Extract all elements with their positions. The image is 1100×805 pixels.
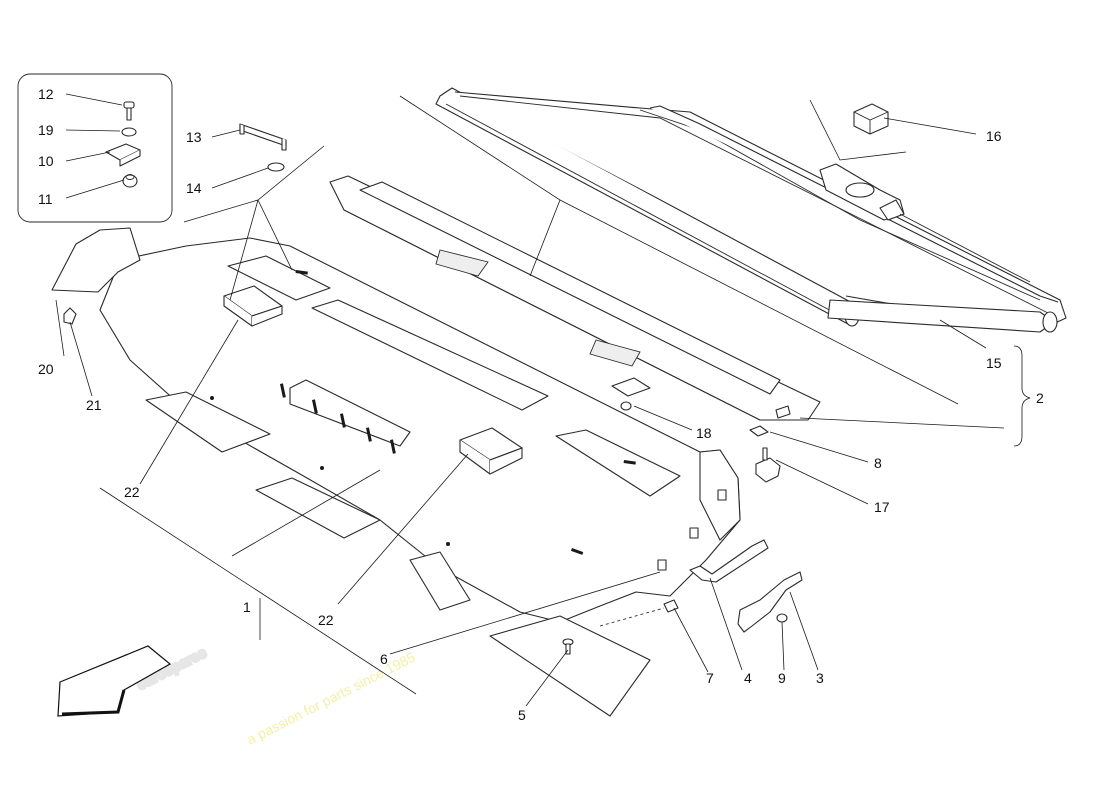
callout-9: 9 (778, 670, 786, 686)
bracket-17 (755, 447, 781, 483)
nut-icon (122, 174, 138, 188)
watermark-tagline: a passion for parts since 1985 (244, 649, 418, 748)
bolt-icon (123, 101, 135, 121)
bracket-4 (689, 539, 769, 583)
speaker-cover-left (223, 285, 283, 327)
clip-7 (663, 599, 679, 613)
callout-6: 6 (380, 651, 388, 667)
callout-10: 10 (38, 153, 54, 169)
callout-20: 20 (38, 361, 54, 377)
callout-21: 21 (86, 397, 102, 413)
direction-arrow-icon (57, 645, 172, 717)
nut-9 (776, 613, 788, 623)
callout-13: 13 (186, 129, 202, 145)
callout-1: 1 (243, 599, 251, 615)
callout-11: 11 (38, 191, 53, 207)
watermark: eurospares a passion for parts since 198… (133, 643, 418, 748)
rear-trim-panel (99, 237, 741, 717)
washer-icon (121, 127, 137, 137)
callout-17: 17 (874, 499, 890, 515)
screw-5 (562, 638, 574, 655)
callout-19: 19 (38, 122, 54, 138)
callout-8: 8 (874, 455, 882, 471)
callout-16: 16 (986, 128, 1002, 144)
callout-18: 18 (696, 425, 712, 441)
parcel-shelf-upper (329, 175, 821, 421)
hardware-inset (17, 73, 173, 223)
callout-12: 12 (38, 86, 54, 102)
inset-frame (17, 73, 173, 223)
clip-21 (63, 307, 77, 325)
callout-3: 3 (816, 670, 824, 686)
callout-4: 4 (744, 670, 752, 686)
grommet-icon (267, 162, 285, 172)
bracket-18 (611, 377, 651, 411)
callout-22-left: 22 (124, 484, 140, 500)
callout-14: 14 (186, 180, 202, 196)
speaker-cover-right (459, 427, 523, 475)
end-cap-20 (51, 227, 141, 293)
roller-blind-assembly (435, 87, 1067, 333)
clip-8 (749, 425, 769, 437)
callout-2: 2 (1036, 390, 1044, 406)
leader-lines (55, 93, 1031, 707)
callout-22-right: 22 (318, 612, 334, 628)
callout-5: 5 (518, 707, 526, 723)
callout-labels: 12 19 10 11 13 14 16 15 2 18 8 17 20 21 … (38, 86, 1044, 723)
relay-icon (853, 103, 889, 135)
callout-15: 15 (986, 355, 1002, 371)
handle-part (239, 123, 287, 151)
callout-7: 7 (706, 670, 714, 686)
bracket-3 (737, 571, 803, 633)
